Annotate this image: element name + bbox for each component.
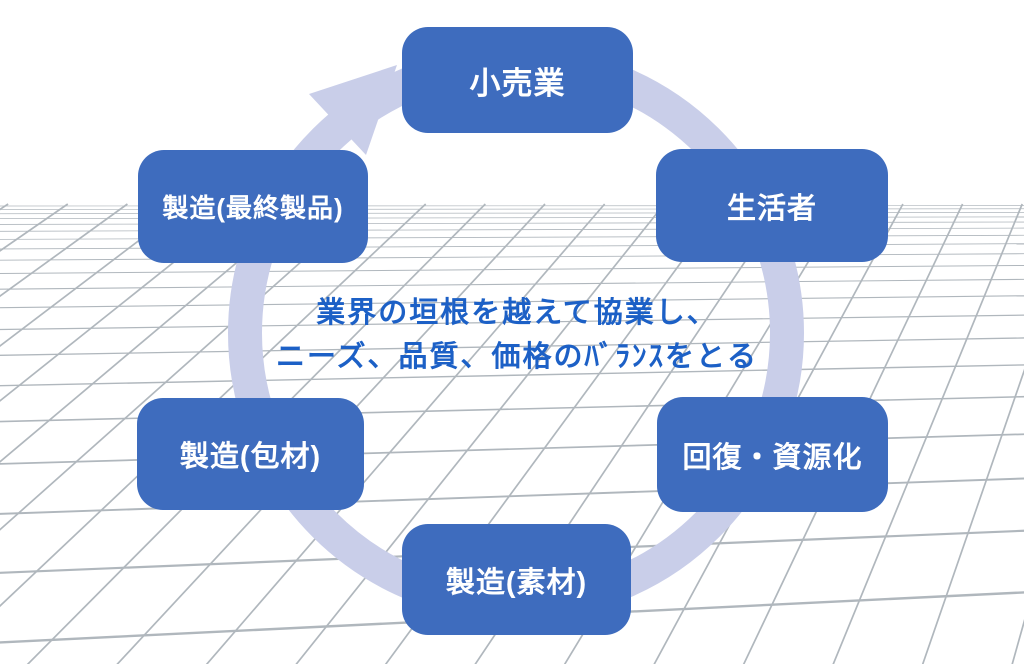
cycle-arrow-icon bbox=[309, 65, 397, 155]
grid-line bbox=[0, 314, 1024, 331]
node-consumer-label: 生活者 bbox=[726, 192, 817, 225]
grid-line bbox=[0, 203, 367, 531]
node-recovery-recycling: 回復・資源化 bbox=[657, 397, 888, 512]
grid-line bbox=[832, 203, 1023, 664]
node-packaging-manufacturing-label: 製造(包材) bbox=[179, 441, 322, 473]
grid-line bbox=[205, 203, 606, 664]
grid-line bbox=[0, 203, 128, 298]
node-material-manufacturing: 製造(素材) bbox=[402, 524, 631, 635]
grid-line bbox=[0, 278, 1024, 290]
node-retail-label: 小売業 bbox=[469, 65, 566, 101]
grid-line bbox=[0, 264, 1024, 274]
grid-line bbox=[0, 337, 1024, 356]
grid-line bbox=[0, 295, 1024, 309]
node-consumer: 生活者 bbox=[656, 149, 888, 262]
grid-line bbox=[295, 203, 665, 664]
node-material-manufacturing-label: 製造(素材) bbox=[445, 566, 588, 599]
center-caption: 業界の垣根を越えて協業し、 ニーズ、品質、価格のﾊﾞﾗﾝｽをとる bbox=[212, 291, 822, 379]
caption-line-2: ニーズ、品質、価格のﾊﾞﾗﾝｽをとる bbox=[275, 341, 759, 373]
node-recovery-recycling-label: 回復・資源化 bbox=[682, 441, 863, 474]
node-packaging-manufacturing: 製造(包材) bbox=[137, 398, 364, 510]
grid-line bbox=[0, 203, 307, 463]
caption-line-1: 業界の垣根を越えて協業し、 bbox=[316, 297, 718, 329]
grid-line bbox=[921, 368, 1024, 664]
grid-line bbox=[0, 203, 248, 402]
node-final-product-manufacturing-label: 製造(最終製品) bbox=[162, 193, 344, 223]
node-final-product-manufacturing: 製造(最終製品) bbox=[138, 150, 368, 263]
grid-line bbox=[0, 364, 1024, 387]
node-retail: 小売業 bbox=[402, 27, 633, 133]
grid-line bbox=[0, 203, 188, 347]
